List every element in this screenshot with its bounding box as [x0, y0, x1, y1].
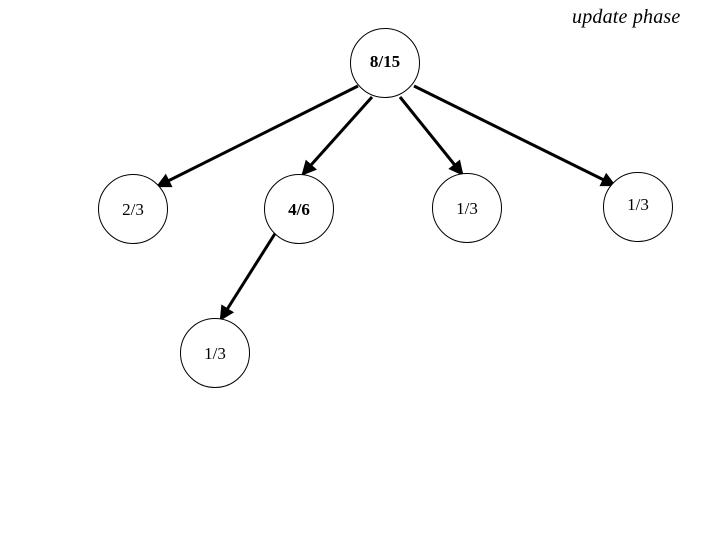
tree-node-child-1[interactable]: 2/3: [98, 174, 168, 244]
edge-arrow: [301, 95, 374, 176]
node-label: 8/15: [369, 51, 401, 71]
edge-arrow: [219, 231, 278, 322]
node-label: 2/3: [122, 199, 144, 219]
node-label: 1/3: [456, 198, 478, 218]
tree-node-root[interactable]: 8/15: [350, 28, 420, 98]
tree-node-child-2[interactable]: 4/6: [264, 174, 334, 244]
edge-arrow: [155, 84, 359, 188]
node-label: 4/6: [288, 199, 310, 219]
tree-node-child-3[interactable]: 1/3: [432, 173, 502, 243]
edge-arrow: [413, 84, 617, 187]
node-label: 1/3: [204, 343, 226, 363]
node-label: 1/3: [627, 194, 649, 214]
tree-node-grandchild-1[interactable]: 1/3: [180, 318, 250, 388]
tree-node-child-4[interactable]: 1/3: [603, 172, 673, 242]
phase-title-label: update phase: [572, 6, 681, 28]
edge-arrow: [398, 96, 464, 176]
